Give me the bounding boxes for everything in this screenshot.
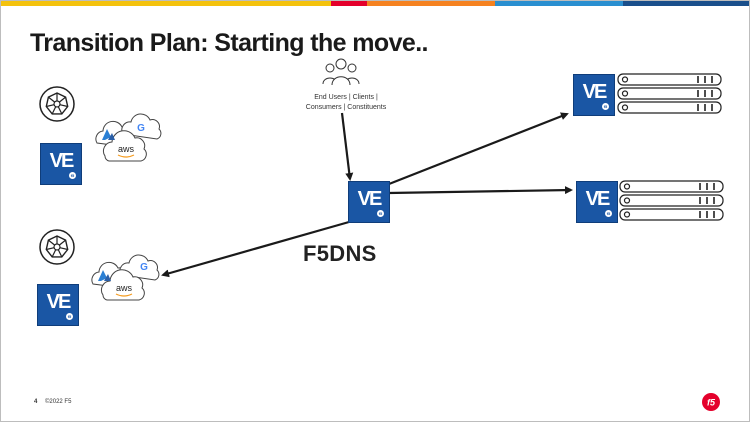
server-rack-icon — [619, 180, 724, 221]
ve-tile-top-right: VE f5 — [573, 74, 615, 116]
accent-bar — [1, 1, 749, 6]
users-label-line1: End Users | Clients | — [314, 94, 378, 101]
cloud-cluster-bottom: G aws — [91, 254, 160, 301]
users-label: End Users | Clients | Consumers | Consti… — [291, 93, 401, 113]
google-icon: G — [137, 123, 145, 134]
cloud-cluster-top: G aws — [95, 113, 162, 162]
users-label-line2: Consumers | Constituents — [305, 104, 387, 111]
arrow-dns-to-cloud-bottom — [161, 220, 350, 278]
google-cloud — [121, 113, 162, 140]
ve-tile-mid-right: VE f5 — [576, 181, 618, 223]
ve-tile-top-left: VE f5 — [40, 143, 82, 185]
f5dns-label: F5DNS — [303, 241, 377, 266]
arrow-dns-to-ve-right — [388, 186, 573, 195]
azure-icon — [102, 129, 111, 140]
kubernetes-icon — [39, 86, 75, 122]
server-rack-icon — [617, 73, 722, 114]
people-group-icon — [322, 58, 360, 86]
google-icon: G — [140, 262, 148, 273]
aws-icon: aws — [116, 283, 133, 293]
arrow-dns-to-ve-top — [388, 112, 569, 186]
aws-cloud — [100, 269, 145, 301]
slide-title: Transition Plan: Starting the move.. — [30, 29, 429, 57]
f5-logo-icon: f5 — [702, 393, 720, 411]
aws-icon: aws — [118, 144, 135, 154]
page-number: 4 — [34, 399, 38, 405]
ve-tile-bottom-left: VE f5 — [37, 284, 79, 326]
azure-icon — [98, 270, 107, 281]
copyright-text: ©2022 F5 — [45, 399, 72, 405]
svg-text:f5: f5 — [707, 398, 716, 408]
ve-tile-dns: VE f5 — [348, 181, 390, 223]
arrow-users-to-dns — [340, 112, 354, 181]
kubernetes-icon — [39, 229, 75, 265]
